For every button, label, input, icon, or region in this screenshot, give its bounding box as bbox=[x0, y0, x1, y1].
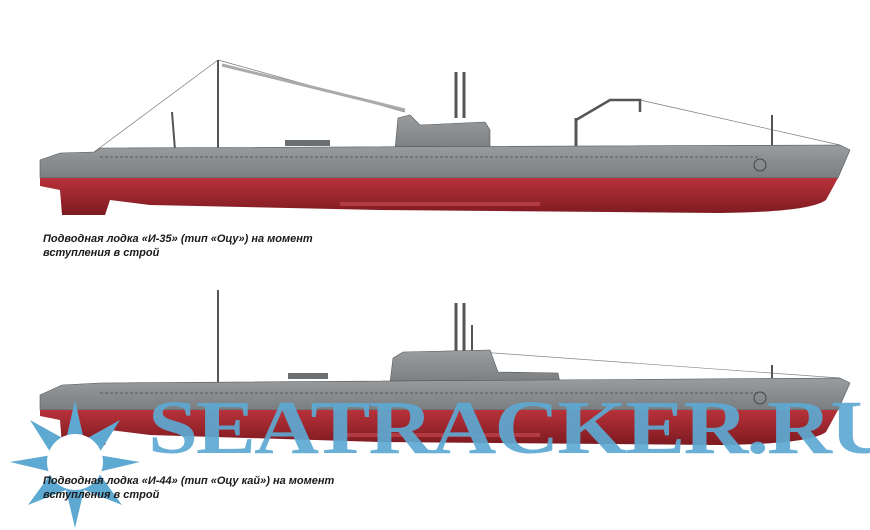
caption-line: вступления в строй bbox=[43, 247, 160, 259]
submarine-i35 bbox=[39, 59, 851, 215]
submarine-i44 bbox=[39, 290, 851, 445]
watermark-text: SEATRACKER.RU bbox=[148, 385, 870, 470]
caption-i44: Подводная лодка «И-44» (тип «Оцу кай») н… bbox=[43, 474, 334, 502]
caption-line: Подводная лодка «И-44» (тип «Оцу кай») н… bbox=[43, 475, 335, 487]
caption-line: вступления в строй bbox=[43, 489, 160, 501]
caption-line: Подводная лодка «И-35» (тип «Оцу») на мо… bbox=[43, 233, 313, 245]
watermark-sun-logo bbox=[10, 400, 140, 528]
caption-i35: Подводная лодка «И-35» (тип «Оцу») на мо… bbox=[43, 232, 313, 260]
